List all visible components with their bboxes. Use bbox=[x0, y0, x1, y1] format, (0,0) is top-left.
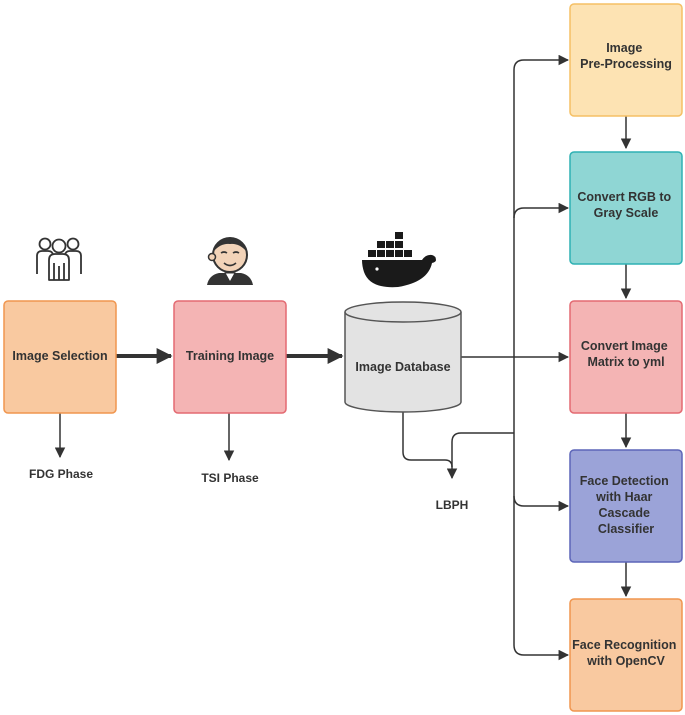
face-detection-line-2: with Haar bbox=[595, 490, 652, 504]
fdg-phase-label: FDG Phase bbox=[29, 467, 93, 481]
face-detection-node: Face Detection with Haar Cascade Classif… bbox=[569, 449, 683, 563]
jenkins-butler-icon bbox=[207, 237, 253, 285]
connector-bus-to-lbph bbox=[446, 432, 514, 480]
training-image-box bbox=[173, 300, 287, 414]
image-selection-box bbox=[3, 300, 117, 414]
face-detection-line-1: Face Detection bbox=[580, 474, 669, 488]
pre-processing-line-1: Image bbox=[606, 41, 642, 55]
convert-rgb-node: Convert RGB to Gray Scale bbox=[569, 151, 683, 265]
pre-processing-node: Image Pre-Processing bbox=[569, 3, 683, 117]
face-detection-label: Face Detection with Haar Cascade Classif… bbox=[580, 474, 672, 536]
image-database-label: Image Database bbox=[355, 360, 450, 374]
image-selection-node: Image Selection bbox=[3, 300, 117, 414]
pre-processing-line-2: Pre-Processing bbox=[580, 57, 672, 71]
convert-matrix-line-1: Convert Image bbox=[581, 339, 668, 353]
connectors bbox=[54, 54, 632, 661]
image-database-node: Image Database bbox=[344, 301, 462, 413]
pre-processing-box bbox=[569, 3, 683, 117]
face-detection-box bbox=[569, 449, 683, 563]
convert-matrix-box bbox=[569, 300, 683, 414]
convert-matrix-line-2: Matrix to yml bbox=[587, 355, 664, 369]
users-group-icon bbox=[36, 237, 82, 281]
tsi-phase-label: TSI Phase bbox=[201, 471, 259, 485]
face-recognition-line-1: Face Recognition bbox=[572, 638, 676, 652]
face-detection-line-3: Cascade bbox=[599, 506, 650, 520]
face-detection-line-4: Classifier bbox=[598, 522, 654, 536]
face-recognition-box bbox=[569, 598, 683, 712]
image-database-cylinder-body bbox=[344, 312, 462, 413]
face-recognition-line-2: with OpenCV bbox=[586, 654, 665, 668]
face-recognition-label: Face Recognition with OpenCV bbox=[572, 638, 680, 668]
convert-rgb-line-1: Convert RGB to bbox=[577, 190, 671, 204]
docker-whale-icon bbox=[362, 232, 436, 288]
connector-database-to-lbph bbox=[402, 412, 453, 468]
convert-rgb-label: Convert RGB to Gray Scale bbox=[577, 190, 674, 220]
image-selection-label: Image Selection bbox=[12, 349, 107, 363]
convert-matrix-label: Convert Image Matrix to yml bbox=[581, 339, 671, 369]
training-image-label: Training Image bbox=[186, 349, 274, 363]
convert-matrix-node: Convert Image Matrix to yml bbox=[569, 300, 683, 414]
convert-rgb-line-2: Gray Scale bbox=[594, 206, 659, 220]
lbph-label: LBPH bbox=[436, 498, 469, 512]
convert-rgb-box bbox=[569, 151, 683, 265]
training-image-node: Training Image bbox=[173, 300, 287, 414]
arrow-to-convert-rgb bbox=[513, 202, 570, 219]
pre-processing-label: Image Pre-Processing bbox=[580, 41, 672, 71]
arrow-to-face-detection bbox=[513, 495, 570, 512]
face-recognition-node: Face Recognition with OpenCV bbox=[569, 598, 683, 712]
image-database-cylinder-top bbox=[344, 301, 462, 323]
